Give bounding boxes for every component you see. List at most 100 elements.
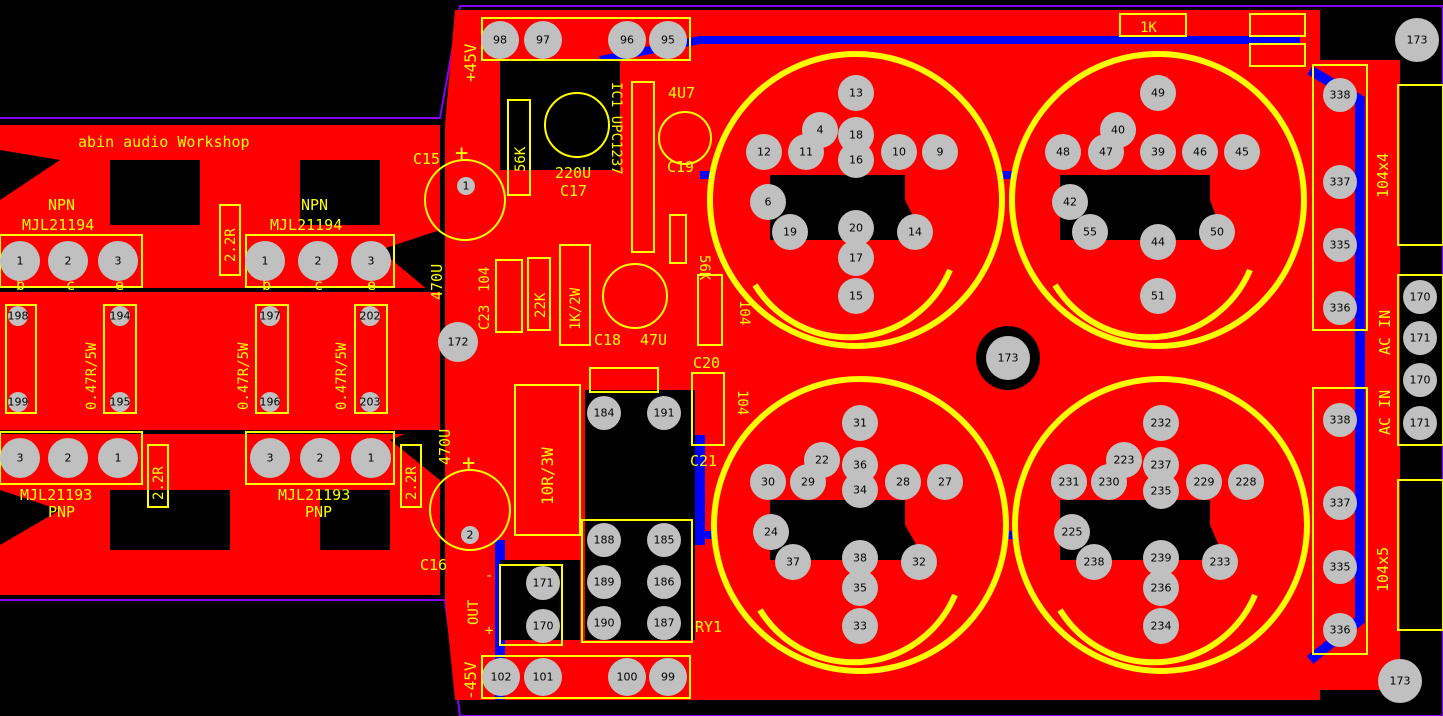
pad-cap-tl-9[interactable]: 19 xyxy=(772,214,808,250)
pad-hdr-bot-0[interactable]: 102 xyxy=(482,658,520,696)
pad-hdr-top-1[interactable]: 97 xyxy=(524,21,562,59)
pad-mid-4[interactable]: 189 xyxy=(587,565,621,599)
pad-cap-tl-3[interactable]: 16 xyxy=(838,142,874,178)
pad-r-bot-0[interactable]: 199 xyxy=(8,392,29,412)
pad-cap-tr-11[interactable]: 50 xyxy=(1199,214,1235,250)
pad-mid-6[interactable]: 190 xyxy=(587,606,621,640)
pad-q-top-5[interactable]: 3 xyxy=(351,241,391,281)
pad-cap-tl-12[interactable]: 15 xyxy=(838,278,874,314)
pad-cap-tr-7[interactable]: 42 xyxy=(1052,184,1088,220)
pad-cap-br-5[interactable]: 230 xyxy=(1091,464,1127,500)
pad-q-top-2[interactable]: 3 xyxy=(98,241,138,281)
big-cap-bottom-left[interactable] xyxy=(711,376,1009,674)
pad-right-9[interactable]: 171 xyxy=(1403,321,1437,355)
pad-right-11[interactable]: 171 xyxy=(1403,406,1437,440)
pad-cap-tl-5[interactable]: 11 xyxy=(788,134,824,170)
pad-cap-br-13[interactable]: 233 xyxy=(1202,544,1238,580)
pad-q-bot-4[interactable]: 2 xyxy=(300,438,340,478)
pad-r-top-2[interactable]: 197 xyxy=(260,306,281,326)
pad-cap-bl-0[interactable]: 31 xyxy=(842,405,878,441)
pad-r-top-1[interactable]: 194 xyxy=(110,306,131,326)
pad-right-4[interactable]: 338 xyxy=(1323,403,1357,437)
pad-cap-tr-5[interactable]: 46 xyxy=(1182,134,1218,170)
pad-cap-bl-11[interactable]: 35 xyxy=(842,570,878,606)
pad-r-bot-3[interactable]: 203 xyxy=(360,392,381,412)
pad-q-top-1[interactable]: 2 xyxy=(48,241,88,281)
pad-hdr-bot-3[interactable]: 99 xyxy=(649,658,687,696)
pad-right-3[interactable]: 336 xyxy=(1323,291,1357,325)
pad-cap-tl-6[interactable]: 10 xyxy=(881,134,917,170)
big-cap-top-right[interactable] xyxy=(1009,51,1307,349)
pad-hdr-top-3[interactable]: 95 xyxy=(649,21,687,59)
pad-cap-bl-7[interactable]: 27 xyxy=(927,464,963,500)
pad-r-bot-2[interactable]: 196 xyxy=(260,392,281,412)
pad-hdr-bot-1[interactable]: 101 xyxy=(524,658,562,696)
pad-right-13[interactable]: 173 xyxy=(986,336,1030,380)
pad-cap-bl-4[interactable]: 30 xyxy=(750,464,786,500)
pad-cap-tr-10[interactable]: 51 xyxy=(1140,278,1176,314)
pad-cap-bl-2[interactable]: 36 xyxy=(842,447,878,483)
pad-mid-5[interactable]: 186 xyxy=(647,565,681,599)
pad-cap-tr-8[interactable]: 55 xyxy=(1072,214,1108,250)
pad-cap-tl-11[interactable]: 17 xyxy=(838,240,874,276)
pad-q-top-4[interactable]: 2 xyxy=(298,241,338,281)
pad-cap-bl-8[interactable]: 24 xyxy=(753,514,789,550)
pad-cap-tr-4[interactable]: 48 xyxy=(1045,134,1081,170)
pad-q-bot-5[interactable]: 1 xyxy=(351,438,391,478)
pad-mid-8[interactable]: 171 xyxy=(526,566,560,600)
pad-mid-2[interactable]: 188 xyxy=(587,523,621,557)
pad-mid-1[interactable]: 191 xyxy=(647,396,681,430)
pad-q-top-3[interactable]: 1 xyxy=(245,241,285,281)
pad-cap-br-11[interactable]: 236 xyxy=(1143,570,1179,606)
pad-r-bot-1[interactable]: 195 xyxy=(110,392,131,412)
pad-hdr-top-2[interactable]: 96 xyxy=(608,21,646,59)
pad-cap-bl-3[interactable]: 34 xyxy=(842,472,878,508)
pad-r-top-0[interactable]: 198 xyxy=(8,306,29,326)
pad-cap-bl-5[interactable]: 29 xyxy=(790,464,826,500)
pad-cap-br-3[interactable]: 235 xyxy=(1143,473,1179,509)
pad-cap-tl-0[interactable]: 13 xyxy=(838,75,874,111)
pad-right-5[interactable]: 337 xyxy=(1323,486,1357,520)
pad-cap-bl-13[interactable]: 32 xyxy=(901,544,937,580)
pad-mid-7[interactable]: 187 xyxy=(647,606,681,640)
pad-cap-tl-2[interactable]: 18 xyxy=(838,117,874,153)
pad-mid-10[interactable]: 172 xyxy=(438,322,478,362)
pad-cap-tr-9[interactable]: 44 xyxy=(1140,224,1176,260)
pad-cap-br-12[interactable]: 234 xyxy=(1143,608,1179,644)
pad-mid-9[interactable]: 170 xyxy=(526,609,560,643)
pad-q-bot-0[interactable]: 3 xyxy=(0,438,40,478)
pad-cap-bl-10[interactable]: 38 xyxy=(842,540,878,576)
pad-mid-3[interactable]: 185 xyxy=(647,523,681,557)
pad-right-7[interactable]: 336 xyxy=(1323,613,1357,647)
pad-right-2[interactable]: 335 xyxy=(1323,228,1357,262)
pad-q-bot-2[interactable]: 1 xyxy=(98,438,138,478)
pad-right-1[interactable]: 337 xyxy=(1323,165,1357,199)
pad-cap-br-10[interactable]: 239 xyxy=(1143,540,1179,576)
pad-cap-br-9[interactable]: 238 xyxy=(1076,544,1112,580)
pad-ic-1[interactable]: 2 xyxy=(461,526,479,544)
pad-cap-br-2[interactable]: 237 xyxy=(1143,447,1179,483)
pad-ic-0[interactable]: 1 xyxy=(457,177,475,195)
pad-hdr-bot-2[interactable]: 100 xyxy=(608,658,646,696)
pad-cap-bl-9[interactable]: 37 xyxy=(775,544,811,580)
pad-cap-tl-10[interactable]: 20 xyxy=(838,210,874,246)
pad-cap-bl-12[interactable]: 33 xyxy=(842,608,878,644)
pad-right-12[interactable]: 173 xyxy=(1395,18,1439,62)
pad-cap-bl-6[interactable]: 28 xyxy=(885,464,921,500)
pad-right-0[interactable]: 338 xyxy=(1323,78,1357,112)
pad-cap-tr-0[interactable]: 49 xyxy=(1140,75,1176,111)
pad-q-bot-1[interactable]: 2 xyxy=(48,438,88,478)
pad-cap-br-4[interactable]: 231 xyxy=(1051,464,1087,500)
big-cap-top-left[interactable] xyxy=(707,51,1005,349)
pad-mid-0[interactable]: 184 xyxy=(587,396,621,430)
pad-cap-tr-2[interactable]: 47 xyxy=(1088,134,1124,170)
pad-right-10[interactable]: 170 xyxy=(1403,363,1437,397)
pad-cap-br-6[interactable]: 229 xyxy=(1186,464,1222,500)
pad-q-bot-3[interactable]: 3 xyxy=(250,438,290,478)
pad-cap-tl-8[interactable]: 6 xyxy=(750,184,786,220)
pad-cap-tr-3[interactable]: 39 xyxy=(1140,134,1176,170)
big-cap-bottom-right[interactable] xyxy=(1012,376,1310,674)
